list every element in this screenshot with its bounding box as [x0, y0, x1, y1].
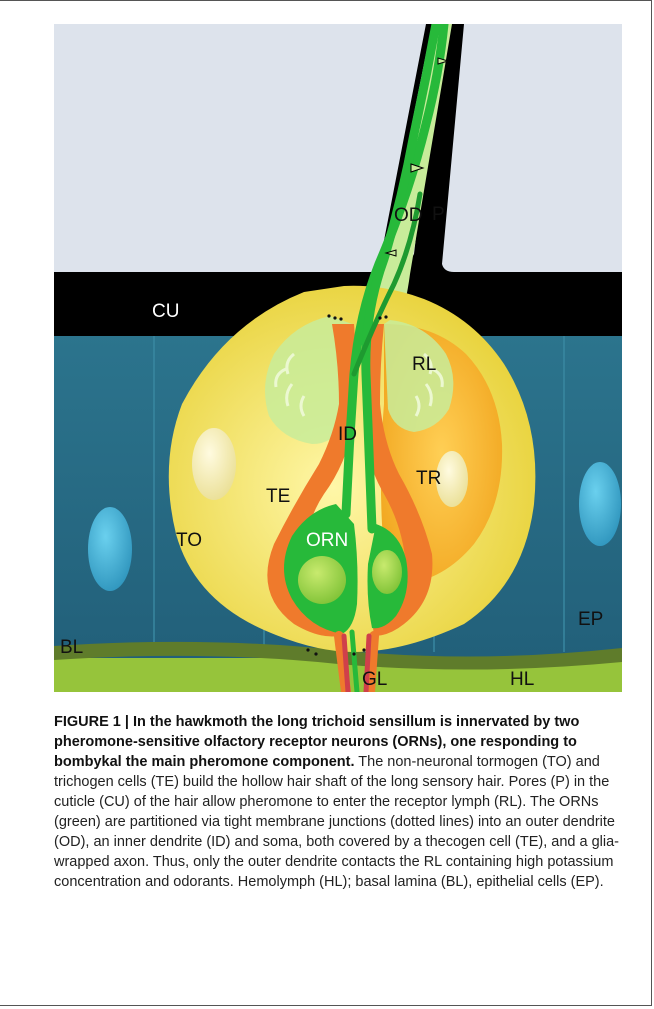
label-cu: CU — [152, 301, 179, 322]
tormogen-nucleus — [192, 428, 236, 500]
label-od: OD — [394, 205, 423, 226]
label-gl: GL — [362, 669, 387, 690]
label-hl: HL — [510, 669, 534, 690]
label-id: ID — [338, 424, 357, 445]
label-ep: EP — [578, 609, 603, 630]
epithelial-nucleus-right — [579, 462, 621, 546]
caption-body: The non-neuronal tormogen (TO) and trich… — [54, 754, 619, 890]
label-rl: RL — [412, 354, 436, 375]
sensillum-illustration: OD P CU RL ID TR TE TO ORN EP BL GL HL — [54, 24, 622, 692]
figure-caption: FIGURE 1 | In the hawkmoth the long tric… — [54, 712, 626, 892]
orn-nucleus-left — [298, 556, 346, 604]
label-bl: BL — [60, 637, 83, 658]
sensillum-diagram: OD P CU RL ID TR TE TO ORN EP BL GL HL — [54, 24, 622, 692]
epithelial-nucleus-left — [88, 507, 132, 591]
label-te: TE — [266, 486, 290, 507]
label-orn: ORN — [306, 530, 348, 551]
label-tr: TR — [416, 468, 441, 489]
label-p: P — [432, 204, 445, 225]
label-to: TO — [176, 530, 202, 551]
orn-nucleus-right — [372, 550, 402, 594]
